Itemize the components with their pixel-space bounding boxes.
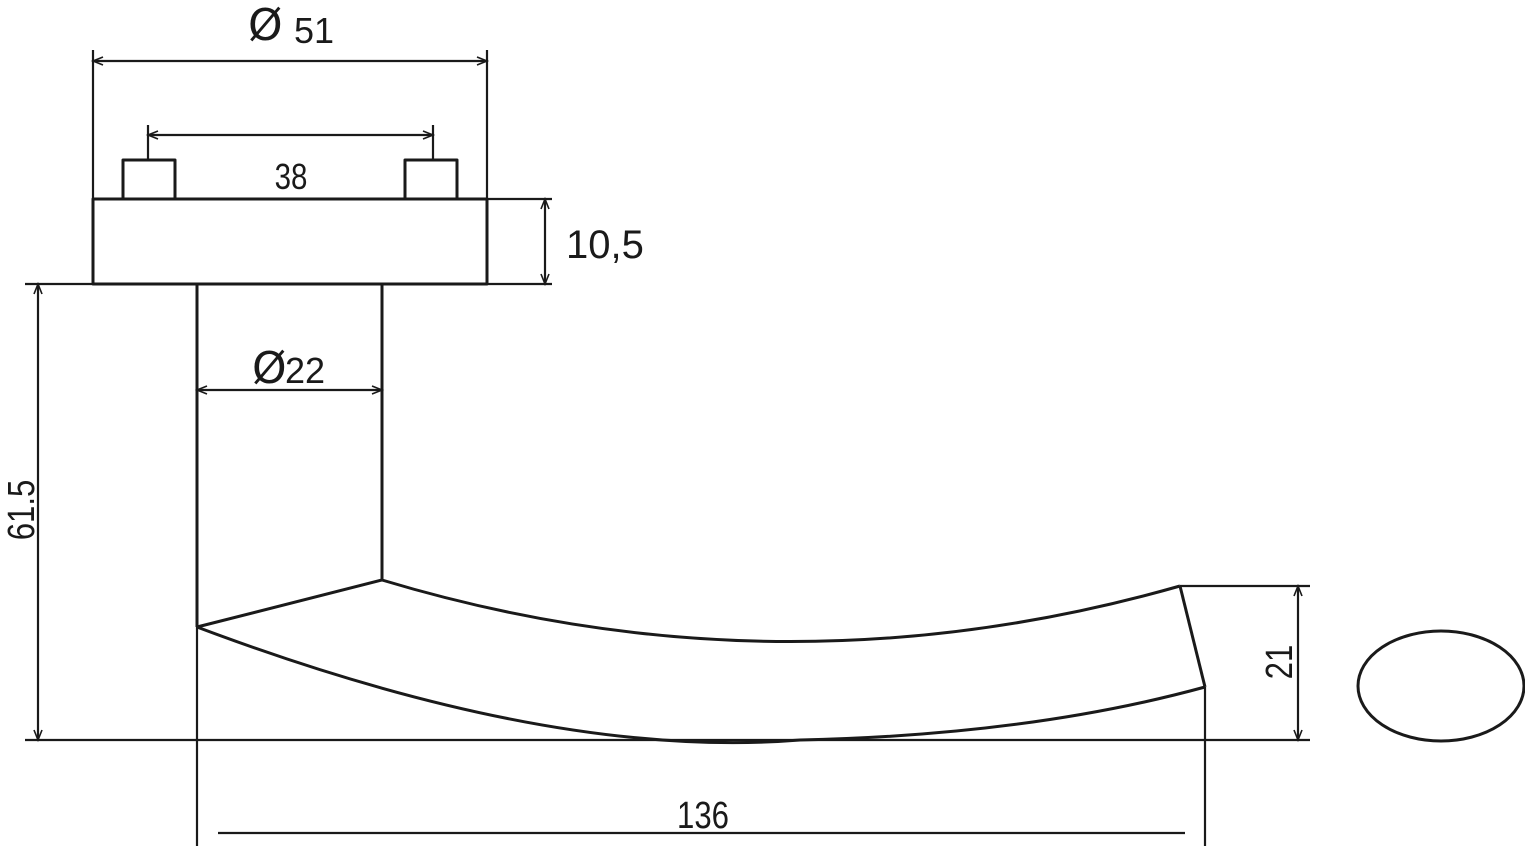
shank-diameter-symbol: Ø <box>252 343 287 394</box>
screw-boss-right <box>403 158 459 201</box>
lever-tip <box>1178 585 1207 688</box>
extension-lines <box>25 50 1310 846</box>
lever-length-label: 136 <box>677 795 729 837</box>
rose-plate <box>91 197 489 286</box>
screw-boss-left <box>121 158 177 201</box>
rose-diameter-label: 51 <box>294 10 334 51</box>
lever-bottom-edge <box>196 625 1206 745</box>
grip-height-label: 21 <box>1259 645 1301 680</box>
rose-diameter-symbol: Ø <box>248 0 283 51</box>
rose-thickness-label: 10,5 <box>566 223 644 267</box>
projection-label: 61.5 <box>1 480 43 541</box>
screw-spacing-label: 38 <box>275 156 308 196</box>
dimension-labels: Ø 51 38 10,5 Ø 22 61.5 136 21 <box>1 0 1301 837</box>
dimension-lines <box>33 56 1303 835</box>
lever-top-edge <box>196 578 1181 644</box>
grip-cross-section <box>1356 629 1525 743</box>
shank-diameter-label: 22 <box>285 350 325 391</box>
shank <box>195 282 384 627</box>
handle-outline <box>91 158 1525 745</box>
